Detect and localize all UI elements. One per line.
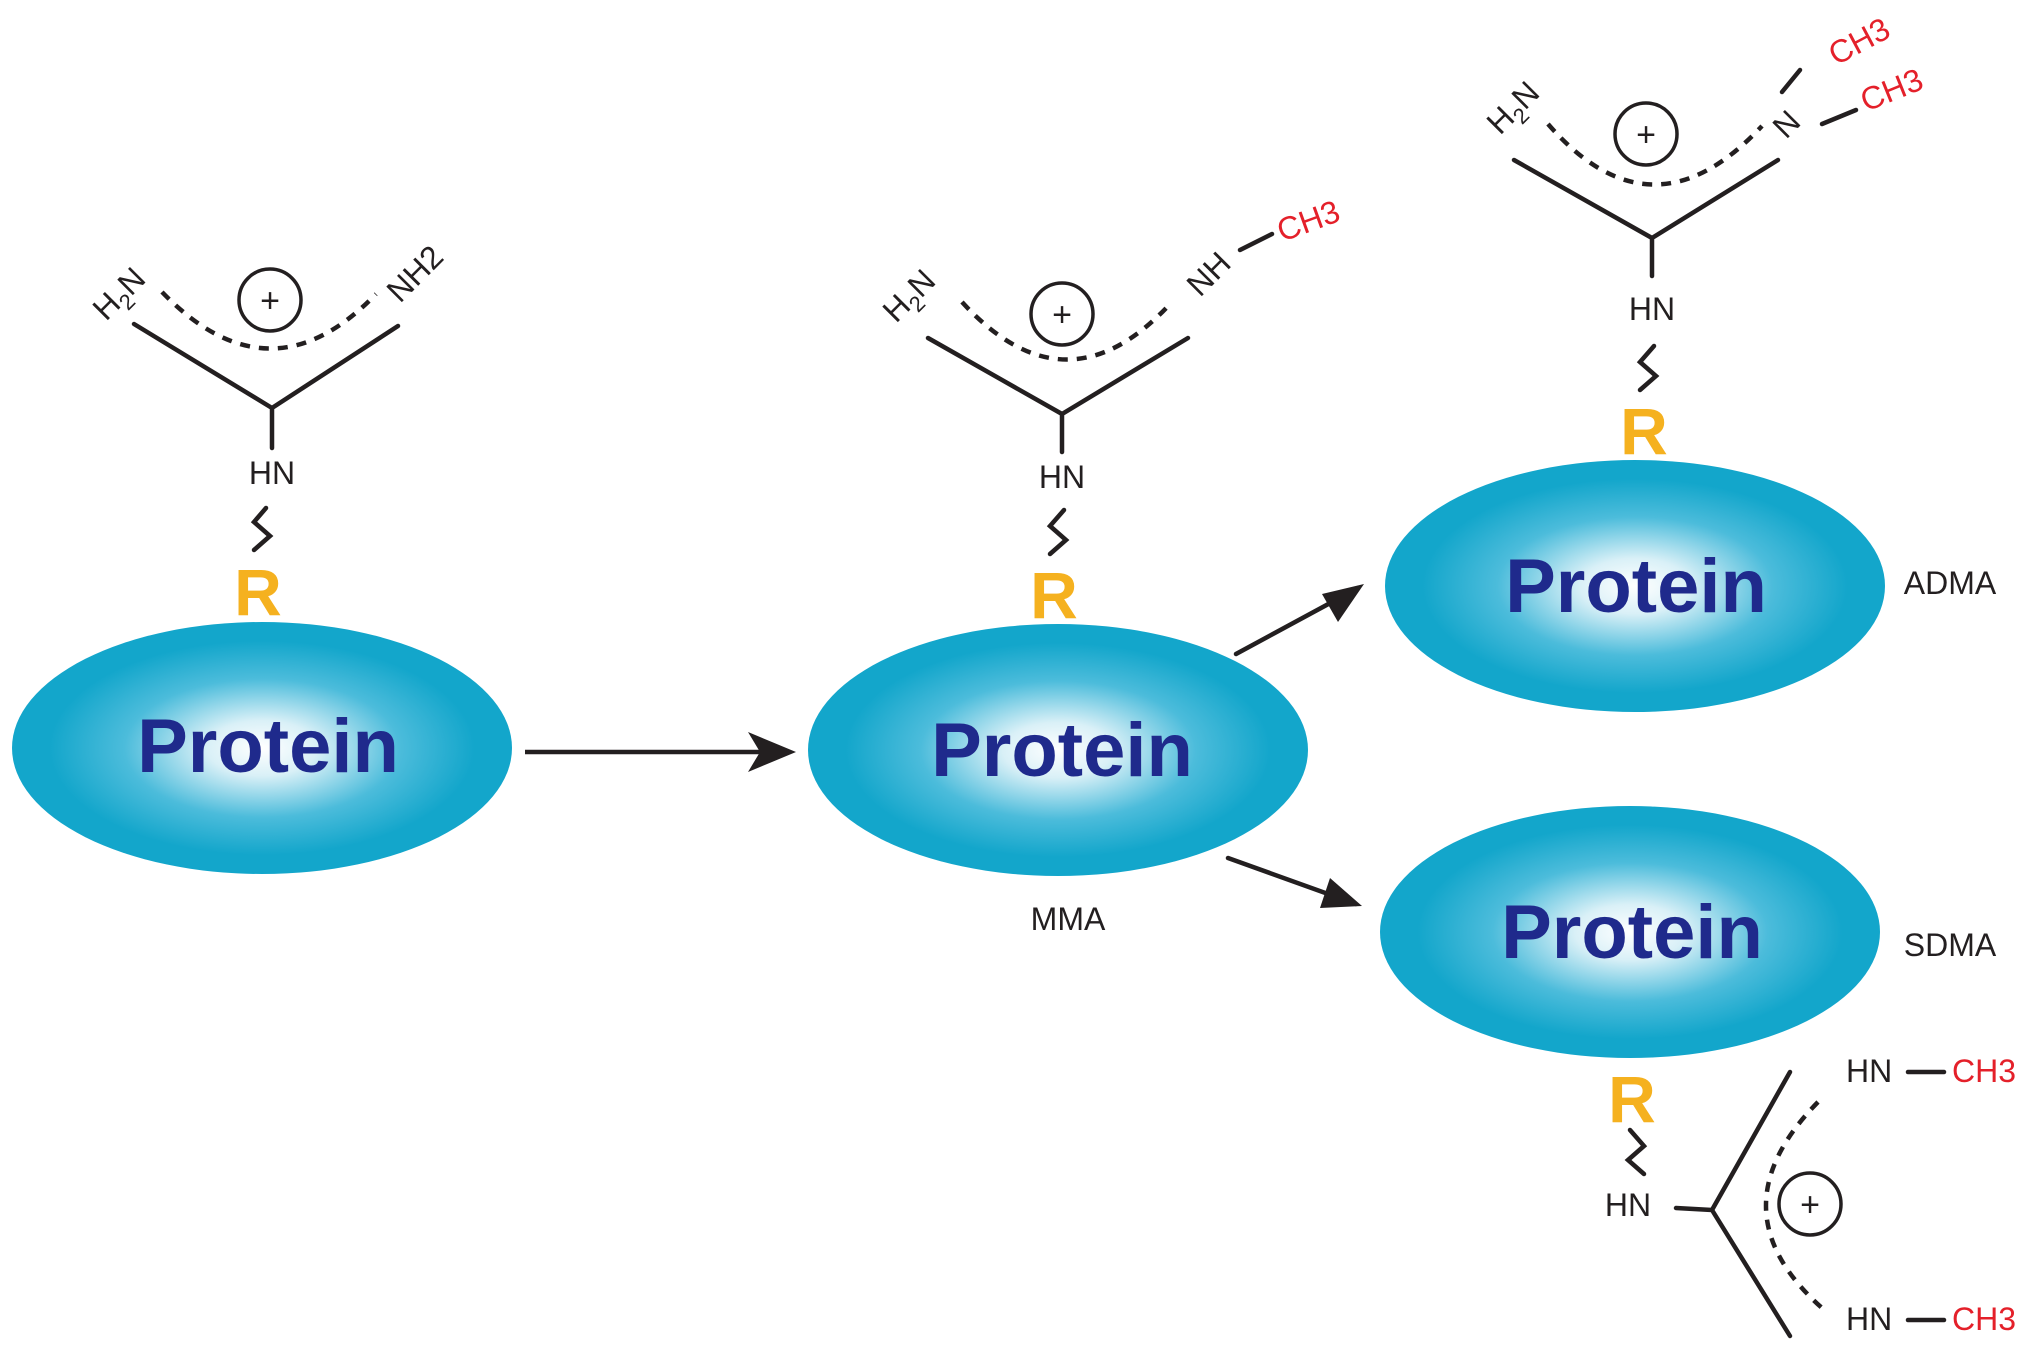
sdma-arginine: Protein SDMA R HN + HN CH3 HN CH3 bbox=[1380, 806, 2016, 1339]
guanidino-bonds bbox=[1511, 157, 1781, 279]
stem-hn-label: HN bbox=[1605, 1187, 1651, 1223]
methyl-label-1: CH3 bbox=[1822, 10, 1895, 72]
amine-right-label: NH bbox=[1179, 245, 1237, 303]
side-chain-zigzag bbox=[1636, 343, 1660, 393]
arrowhead-mma bbox=[748, 732, 796, 772]
upper-amine-label: HN bbox=[1846, 1053, 1892, 1089]
positive-charge-icon bbox=[237, 267, 303, 333]
state-label-sdma: SDMA bbox=[1904, 927, 1997, 963]
protein-label: Protein bbox=[137, 704, 399, 789]
positive-charge-icon bbox=[1777, 1171, 1843, 1237]
methyl-bond-2 bbox=[1819, 107, 1859, 127]
guanidino-bonds bbox=[925, 335, 1191, 455]
protein-ellipse bbox=[12, 622, 512, 874]
delocalization-arc bbox=[960, 300, 1172, 362]
delocalization-arc bbox=[1763, 1100, 1824, 1310]
side-chain-zigzag bbox=[250, 505, 274, 553]
amine-left-label: H2N bbox=[875, 262, 946, 333]
methyl-bond bbox=[1237, 231, 1275, 253]
guanidino-bonds bbox=[131, 321, 401, 451]
residue-r-label: R bbox=[1620, 394, 1668, 468]
state-label-mma: MMA bbox=[1031, 901, 1106, 937]
protein-label: Protein bbox=[1505, 544, 1767, 629]
arrowhead-adma bbox=[1322, 584, 1364, 622]
adma-arginine: Protein ADMA R HN + H2N N CH3 CH3 bbox=[1385, 10, 1997, 712]
guanidino-bonds bbox=[1673, 1069, 1793, 1339]
protein-label: Protein bbox=[1501, 890, 1763, 975]
protein-ellipse bbox=[1385, 460, 1885, 712]
positive-charge-sign: + bbox=[1800, 1186, 1820, 1224]
protein-ellipse bbox=[808, 624, 1308, 876]
protein-ellipse bbox=[1380, 806, 1880, 1058]
positive-charge-icon bbox=[1029, 281, 1095, 347]
protein-label: Protein bbox=[931, 708, 1193, 793]
amine-right-label: NH2 bbox=[379, 238, 450, 309]
delocalization-arc bbox=[160, 290, 378, 351]
positive-charge-sign: + bbox=[260, 282, 280, 320]
positive-charge-sign: + bbox=[1052, 296, 1072, 334]
methyl-bond-1 bbox=[1779, 67, 1803, 95]
residue-r-label: R bbox=[234, 555, 282, 629]
delocalization-arc bbox=[1546, 122, 1764, 187]
lower-amine-label: HN bbox=[1846, 1301, 1892, 1337]
residue-r-label: R bbox=[1608, 1062, 1656, 1136]
state-label-adma: ADMA bbox=[1904, 565, 1997, 601]
side-chain-zigzag bbox=[1046, 507, 1070, 557]
upper-methyl-label: CH3 bbox=[1952, 1053, 2016, 1089]
positive-charge-sign: + bbox=[1636, 116, 1656, 154]
lower-methyl-label: CH3 bbox=[1952, 1301, 2016, 1337]
amine-left-label: H2N bbox=[85, 260, 156, 331]
amine-left-label: H2N bbox=[1479, 74, 1550, 145]
mma-arginine: Protein MMA R HN + H2N NH CH3 bbox=[808, 193, 1345, 937]
residue-r-label: R bbox=[1030, 558, 1078, 632]
unmodified-arginine: Protein R HN + H2N NH2 bbox=[12, 238, 512, 874]
dimethyl-nitrogen-label: N bbox=[1765, 103, 1807, 145]
stem-hn-label: HN bbox=[1039, 459, 1085, 495]
methyl-label-2: CH3 bbox=[1855, 61, 1928, 118]
stem-hn-label: HN bbox=[249, 455, 295, 491]
stem-hn-label: HN bbox=[1629, 291, 1675, 327]
methyl-label: CH3 bbox=[1272, 193, 1344, 249]
arrowhead-sdma bbox=[1320, 878, 1362, 908]
side-chain-zigzag bbox=[1624, 1127, 1648, 1177]
positive-charge-icon bbox=[1613, 101, 1679, 167]
